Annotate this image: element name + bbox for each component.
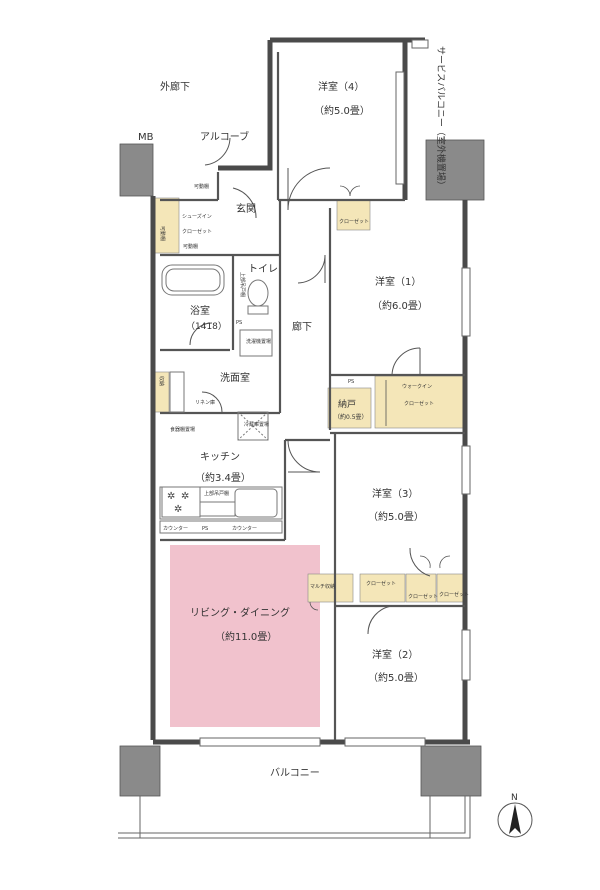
label-entrance: 玄関: [236, 202, 256, 215]
label-western4-size: （約5.0畳）: [314, 104, 370, 117]
label-western1-size: （約6.0畳）: [372, 299, 428, 312]
toilet-fixture: [247, 279, 269, 315]
doors: [189, 137, 431, 635]
interior-walls: [160, 52, 465, 740]
label-linen: リネン庫: [195, 399, 215, 406]
label-balcony: バルコニー: [270, 767, 320, 779]
label-closet-small: クローゼット: [182, 228, 212, 235]
label-living-name: リビング・ダイニング: [190, 606, 290, 619]
label-north: N: [511, 793, 518, 803]
svg-text:✲: ✲: [167, 491, 175, 502]
label-storage-name: 納戸: [338, 398, 356, 410]
label-ps3: PS: [202, 526, 208, 532]
svg-text:✲: ✲: [174, 504, 182, 515]
label-living-size: （約11.0畳）: [215, 630, 277, 643]
label-closet-a: クローゼット: [366, 580, 396, 587]
balcony-railing: [118, 796, 471, 839]
label-storage-size: （約0.5畳）: [334, 413, 368, 421]
north-arrow: [497, 802, 533, 838]
label-western3-name: 洋室（3）: [372, 487, 418, 500]
windows: [199, 39, 471, 747]
label-mb: MB: [138, 132, 154, 143]
label-pantry1: 食器棚置場: [170, 426, 195, 433]
label-alcove: アルコーブ: [200, 130, 249, 143]
label-multi-storage: マルチ収納: [310, 583, 335, 590]
label-storage-side: 収納: [158, 376, 165, 386]
label-washroom: 洗面室: [220, 371, 250, 384]
pillars: [119, 139, 485, 797]
closet-fills: [154, 197, 466, 603]
kitchen-counter: [159, 411, 283, 534]
label-kitchen-size: （約3.4畳）: [195, 471, 251, 484]
stove-burners: ✲ ✲ ✲: [167, 491, 189, 515]
label-counter2: カウンター: [232, 525, 257, 532]
label-closet-w4: クローゼット: [339, 218, 369, 225]
label-ps2: PS: [348, 379, 354, 385]
label-counter1: カウンター: [163, 525, 188, 532]
label-western2-name: 洋室（2）: [372, 648, 418, 661]
label-walkin1: ウォークイン: [402, 383, 432, 390]
label-western1-name: 洋室（1）: [375, 275, 421, 288]
sink-fixture: [169, 329, 273, 413]
label-movable-shelf-side: 可動棚: [159, 226, 166, 241]
label-western2-size: （約5.0畳）: [368, 671, 424, 684]
label-corridor: 廊下: [292, 320, 312, 333]
label-shoes-in: シューズイン: [182, 213, 212, 220]
label-movable-shelf-top: 可動棚: [194, 183, 209, 190]
svg-text:✲: ✲: [181, 491, 189, 502]
bathtub: [161, 264, 225, 296]
label-washer: 洗濯機置場: [246, 338, 271, 345]
living-dining-fill: [170, 545, 320, 727]
label-western4-name: 洋室（4）: [318, 80, 364, 93]
closet-door-marks: [309, 185, 451, 611]
label-fridge: 冷蔵庫置場: [244, 421, 269, 428]
label-upper-shelf-toilet: 上部吊戸棚: [239, 272, 246, 297]
label-outer-corridor: 外廊下: [160, 80, 190, 93]
label-upper-cabinet: 上部吊戸棚: [204, 490, 229, 497]
label-kitchen-name: キッチン: [200, 451, 240, 463]
label-closet-b: クローゼット: [408, 593, 438, 600]
label-ps1: PS: [236, 320, 242, 326]
label-toilet: トイレ: [248, 264, 278, 275]
label-bath-name: 浴室: [190, 304, 210, 317]
label-closet-c: クローゼット: [439, 591, 469, 598]
label-bath-size: （1418）: [186, 321, 227, 332]
label-western3-size: （約5.0畳）: [368, 510, 424, 523]
label-walkin2: クローゼット: [404, 400, 434, 407]
label-movable-shelf-bottom: 可動棚: [183, 243, 198, 250]
label-service-balcony: サービスバルコニー（室外機置場）: [435, 46, 447, 190]
